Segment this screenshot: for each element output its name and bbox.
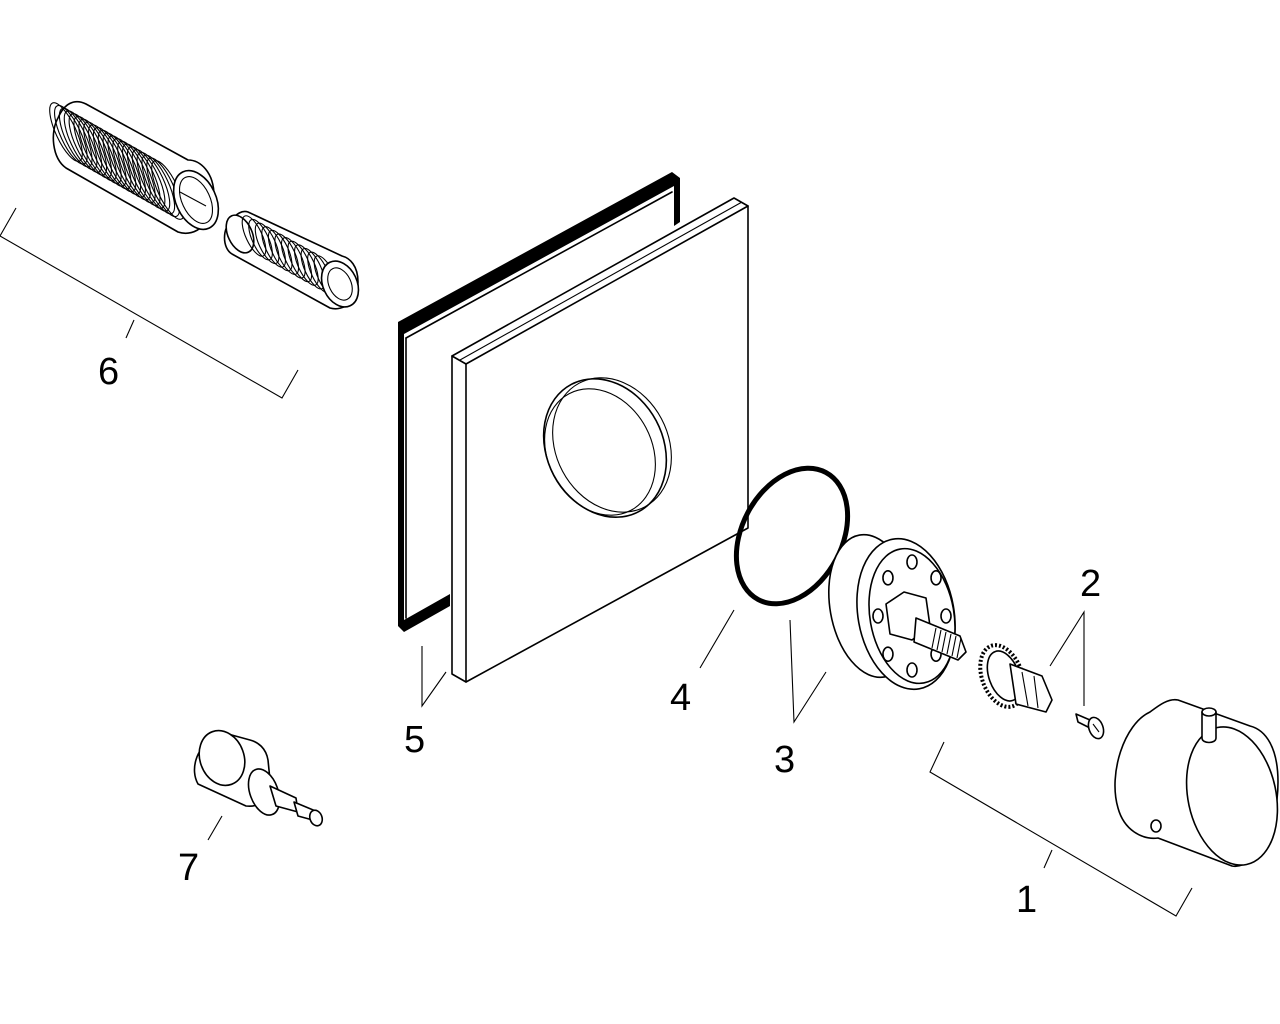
part-2-leader — [1049, 610, 1085, 706]
gasket-frame — [398, 172, 680, 632]
part-6-extension-set — [0, 100, 360, 399]
thread-ring — [254, 222, 280, 265]
part-1-bracket — [929, 741, 1193, 917]
part-1-leader — [1043, 849, 1053, 869]
part-3-leader — [789, 619, 827, 724]
cartridge — [978, 643, 1053, 713]
valve-hole — [940, 608, 952, 624]
callout-4: 4 — [670, 677, 691, 719]
thread-ring — [280, 237, 306, 279]
large-threaded-tube — [49, 100, 220, 235]
stem-spline — [951, 635, 957, 657]
part-6-bracket — [0, 207, 299, 399]
thread-ring — [241, 215, 267, 257]
small-threaded-adapter — [223, 210, 360, 310]
thread-ring — [294, 244, 319, 286]
part-5-leader — [421, 646, 447, 708]
stem-spline — [956, 637, 962, 659]
stem-spline — [936, 629, 942, 651]
part-1-handle — [929, 698, 1279, 917]
valve-hole — [906, 662, 918, 678]
thread-ring — [146, 157, 180, 218]
thread-ring — [274, 233, 300, 275]
thread-ring — [300, 247, 326, 290]
thread-ring — [287, 240, 313, 283]
callout-2: 2 — [1080, 563, 1101, 605]
stem-spline — [941, 631, 947, 653]
part-5-cover-plate — [398, 172, 749, 708]
fixing-screw — [1075, 713, 1105, 740]
cover-plate — [451, 197, 749, 683]
valve-hole — [906, 554, 918, 570]
part-7-spare-cartridge — [193, 729, 324, 841]
callout-6: 6 — [98, 351, 119, 393]
part-7-leader — [207, 815, 223, 841]
valve-hole — [882, 570, 894, 586]
callout-5: 5 — [404, 719, 425, 761]
stem-spline — [946, 633, 952, 655]
part-3-valve-body — [789, 533, 967, 724]
valve-hole — [930, 570, 942, 586]
part-2-cartridge-set — [978, 610, 1105, 740]
thread-ring — [248, 218, 273, 261]
thread-ring — [267, 229, 293, 272]
callout-7: 7 — [178, 847, 199, 889]
stem-spline — [931, 627, 937, 649]
callout-3: 3 — [774, 739, 795, 781]
valve-hole — [882, 646, 894, 662]
part-6-leader — [125, 319, 135, 339]
part-4-leader — [699, 609, 735, 669]
callout-1: 1 — [1016, 879, 1037, 921]
valve-hole — [872, 608, 884, 624]
thread-ring — [261, 226, 286, 268]
